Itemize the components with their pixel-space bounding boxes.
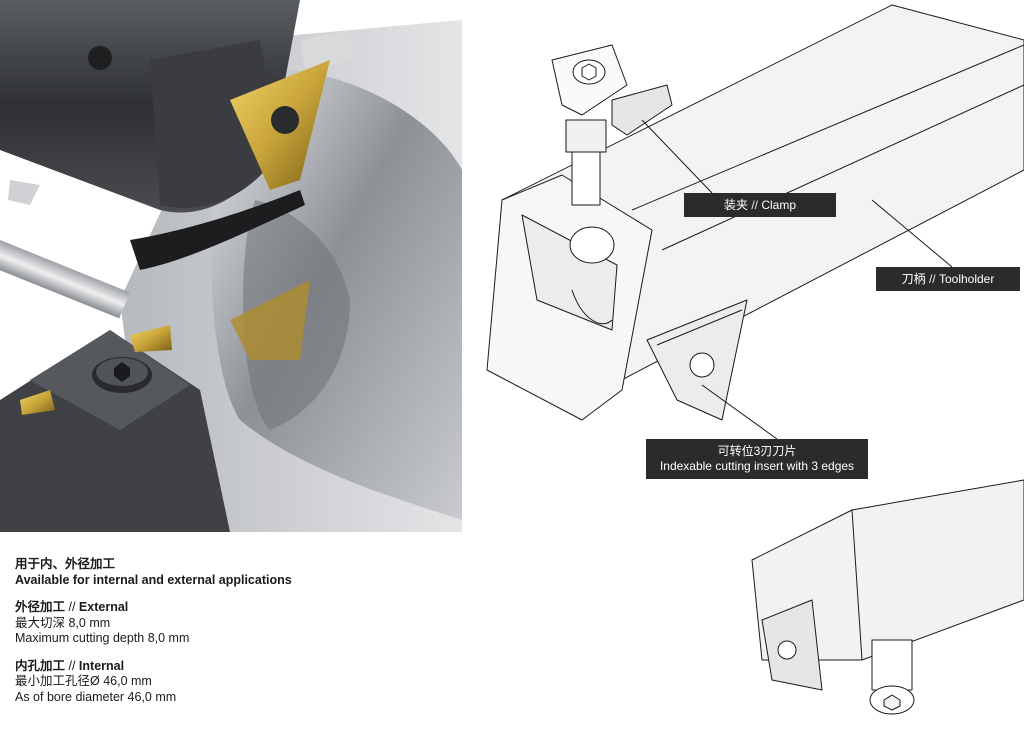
internal-separator: // <box>65 658 79 673</box>
insert-leader <box>701 384 778 440</box>
external-heading: 外径加工 // External <box>15 600 445 616</box>
callout-insert-en: Indexable cutting insert with 3 edges <box>659 459 855 473</box>
callout-toolholder-zh: 刀柄 <box>901 272 926 286</box>
callout-clamp-zh: 装夹 <box>723 198 748 212</box>
internal-title-en: Internal <box>78 658 125 673</box>
toolholder-leader <box>871 199 953 268</box>
external-title-zh: 外径加工 <box>15 600 66 614</box>
application-info: 用于内、外径加工 Available for internal and exte… <box>15 557 445 717</box>
callout-clamp: 装夹 // Clamp <box>684 193 836 217</box>
internal-title-zh: 内孔加工 <box>15 658 66 673</box>
internal-block: 内孔加工 // Internal 最小加工孔径Ø 46,0 mm As of b… <box>15 659 445 706</box>
intro-zh: 用于内、外径加工 <box>15 557 116 571</box>
intro-block: 用于内、外径加工 Available for internal and exte… <box>15 557 445 588</box>
callout-clamp-separator: // <box>747 198 762 212</box>
callout-insert-zh: 可转位3刃刀片 <box>717 444 797 458</box>
clamp-screw <box>551 44 673 206</box>
callout-toolholder-en: Toolholder <box>938 272 995 286</box>
insert-drawing <box>646 299 748 421</box>
callout-insert: 可转位3刃刀片 Indexable cutting insert with 3 … <box>646 439 868 479</box>
internal-line-zh: 最小加工孔径Ø 46,0 mm <box>15 674 152 688</box>
callout-toolholder-separator: // <box>925 272 939 286</box>
product-photo <box>0 0 462 532</box>
internal-line-en: As of bore diameter 46,0 mm <box>15 689 177 704</box>
external-line-zh: 最大切深 8,0 mm <box>15 615 111 630</box>
toolholder-line-drawing <box>486 4 1024 715</box>
external-block: 外径加工 // External 最大切深 8,0 mm Maximum cut… <box>15 600 445 647</box>
external-line-en: Maximum cutting depth 8,0 mm <box>15 631 190 645</box>
small-holder-view <box>751 479 1024 715</box>
internal-heading: 内孔加工 // Internal <box>15 659 445 675</box>
intro-en: Available for internal and external appl… <box>15 572 292 587</box>
tool-render-illustration <box>0 0 462 532</box>
clamp-leader <box>641 119 713 194</box>
callout-toolholder: 刀柄 // Toolholder <box>876 267 1020 291</box>
external-title-en: External <box>78 600 129 614</box>
external-separator: // <box>65 600 79 614</box>
callout-clamp-en: Clamp <box>761 198 797 212</box>
